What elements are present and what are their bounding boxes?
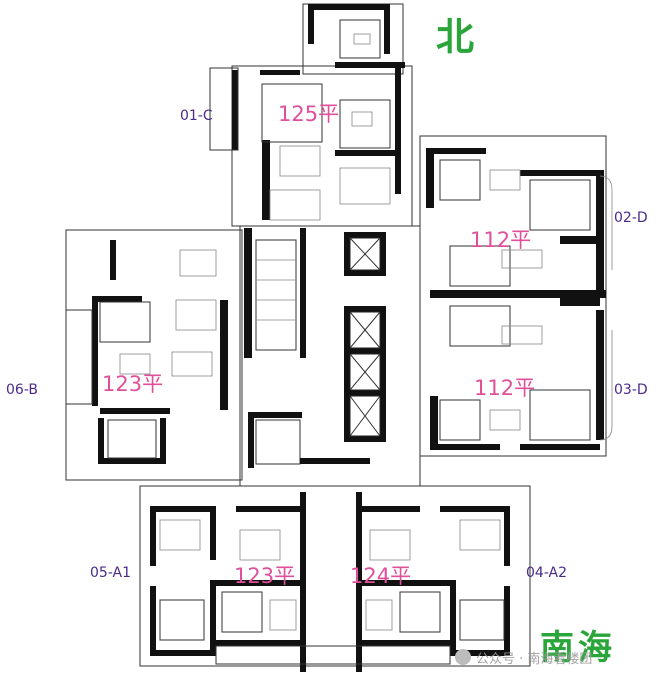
unit-code-01-c: 01-C xyxy=(180,108,213,124)
area-label-02-d: 112平 xyxy=(470,228,532,252)
area-label-05-a1: 123平 xyxy=(234,564,296,588)
unit-02-03-d-plan xyxy=(419,135,613,457)
unit-code-06-b: 06-B xyxy=(6,382,38,398)
core-plan xyxy=(239,225,421,487)
unit-code-04-a2: 04-A2 xyxy=(526,565,568,581)
area-label-03-d: 112平 xyxy=(474,376,536,400)
area-label-04-a2: 124平 xyxy=(350,564,412,588)
unit-01-c-plan xyxy=(209,3,413,227)
area-label-01-c: 125平 xyxy=(278,102,340,126)
watermark-text: 公众号 · 南海看楼团 xyxy=(476,652,593,667)
unit-05-04-a-plan xyxy=(139,485,531,672)
unit-06-b-plan xyxy=(65,229,243,481)
south-sea-label: 南海 xyxy=(540,628,616,668)
unit-code-03-d: 03-D xyxy=(614,382,648,398)
wechat-icon xyxy=(455,649,471,665)
unit-code-05-a1: 05-A1 xyxy=(90,565,132,581)
north-label: 北 xyxy=(436,15,475,59)
unit-code-02-d: 02-D xyxy=(614,210,648,226)
area-label-06-b: 123平 xyxy=(102,372,164,396)
